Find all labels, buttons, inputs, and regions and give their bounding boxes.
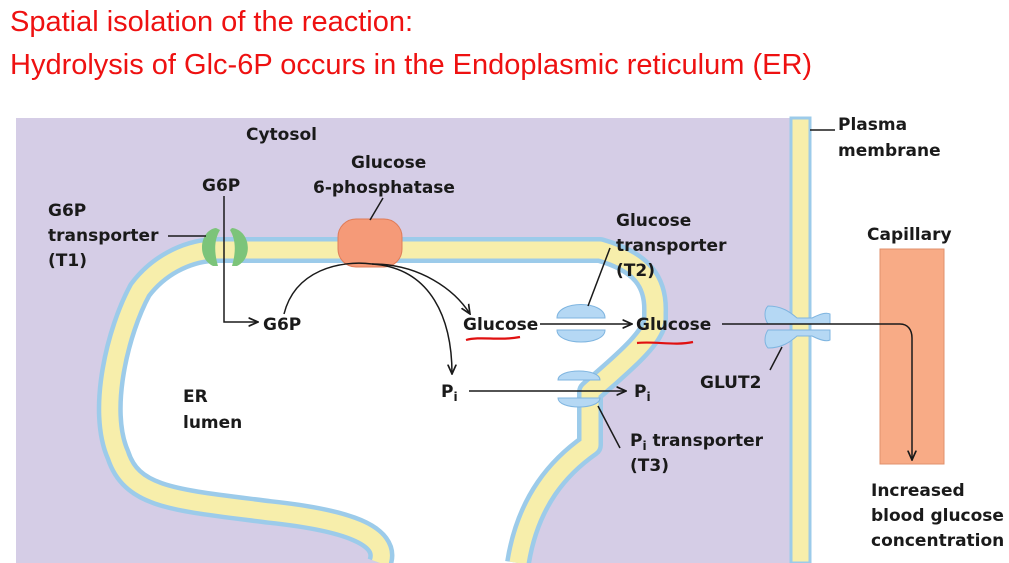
label-g6p-lumen: G6P	[263, 315, 301, 335]
underline-glucose-cytosol	[636, 340, 694, 345]
label-glut2: GLUT2	[700, 373, 761, 393]
t2-leader	[587, 247, 611, 307]
glut2-transporter	[764, 305, 831, 325]
title-line-2: Hydrolysis of Glc-6P occurs in the Endop…	[10, 49, 813, 81]
arrow-g6p-into-er	[223, 196, 258, 322]
label-plasma-membrane: Plasma membrane	[838, 115, 941, 161]
plasma-membrane	[789, 116, 812, 563]
label-glucose-cytosol: Glucose	[636, 315, 711, 335]
arrow-to-pi	[371, 263, 452, 374]
glucose-transporter-t2	[556, 304, 606, 319]
pi-transporter-t3	[557, 370, 601, 381]
label-glucose-6-phosphatase: Glucose 6-phosphatase	[313, 153, 455, 198]
underline-glucose-lumen	[465, 335, 521, 342]
arrow-to-glucose	[371, 263, 470, 314]
glucose-6-phosphatase-enzyme	[337, 218, 403, 268]
label-pi-cytosol: Pi	[634, 382, 651, 404]
t3-leader	[597, 405, 621, 449]
label-cytosol: Cytosol	[246, 125, 317, 145]
label-pi-lumen: Pi	[441, 382, 458, 404]
label-pi-transporter: Pi transporter	[630, 431, 764, 453]
label-g6p-transporter: G6P transporter (T1)	[48, 201, 164, 271]
enzyme-leader	[369, 197, 384, 221]
title-line-1: Spatial isolation of the reaction:	[10, 6, 414, 38]
label-pi-transporter-t3: (T3)	[630, 456, 669, 476]
g6p-transporter-t1	[201, 228, 220, 266]
label-glucose-transporter: Glucose transporter (T2)	[616, 211, 732, 281]
er-lumen	[109, 250, 656, 563]
label-glucose-lumen: Glucose	[463, 315, 538, 335]
label-g6p-cytosol: G6P	[202, 176, 240, 196]
glut2-leader	[769, 346, 783, 371]
label-increased-blood-glucose: Increased blood glucose concentration	[871, 481, 1009, 551]
arrow-glucose-to-blood	[722, 323, 912, 460]
label-er-lumen: ER lumen	[183, 387, 242, 433]
arrow-enzyme-reaction	[283, 262, 373, 315]
label-capillary: Capillary	[867, 225, 952, 245]
